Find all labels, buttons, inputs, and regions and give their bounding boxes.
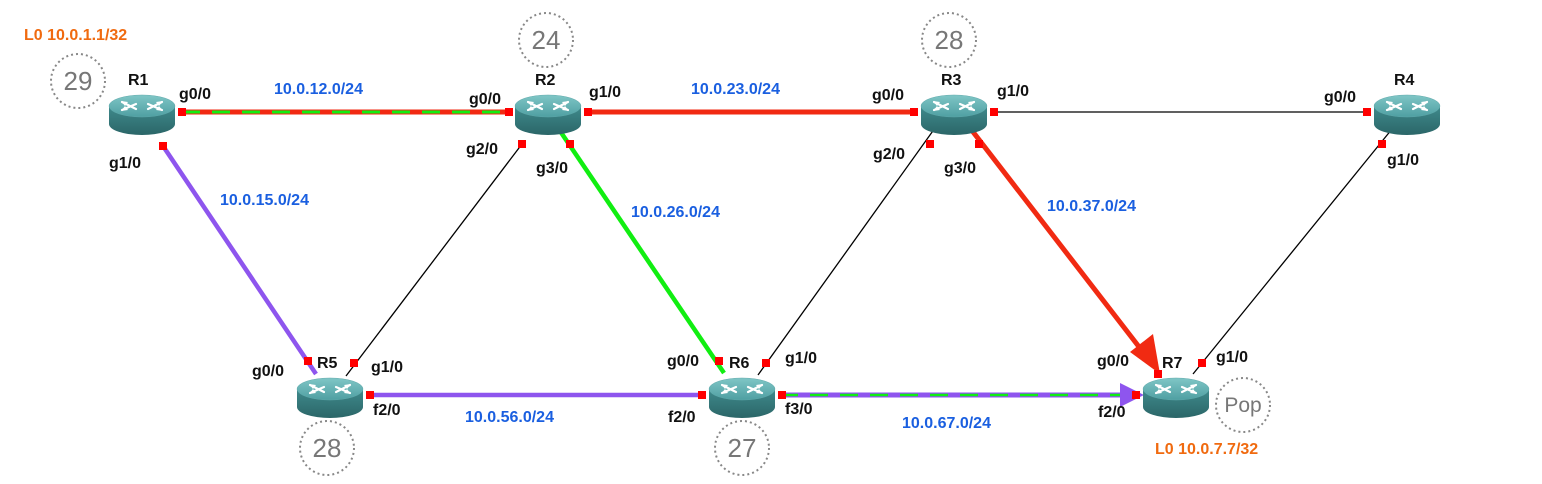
router-label-circle-r5 bbox=[299, 420, 355, 476]
iface-r1-g00: g0/0 bbox=[179, 86, 211, 103]
port-r2-g20[interactable] bbox=[518, 140, 526, 148]
link-r2-r5[interactable] bbox=[345, 143, 523, 377]
router-name-r7: R7 bbox=[1162, 355, 1183, 372]
router-name-r4: R4 bbox=[1394, 72, 1415, 89]
iface-r6-g00: g0/0 bbox=[667, 353, 699, 370]
router-label-r3: 28 bbox=[935, 25, 964, 55]
link-r4-r7[interactable] bbox=[1192, 128, 1393, 375]
port-r4-g00[interactable] bbox=[1363, 108, 1371, 116]
iface-r3-g00: g0/0 bbox=[872, 87, 904, 104]
iface-r1-g10: g1/0 bbox=[109, 155, 141, 172]
router-label-circle-r7 bbox=[1215, 377, 1271, 433]
subnet-r1-r5: 10.0.15.0/24 bbox=[220, 192, 309, 209]
iface-r6-f20: f2/0 bbox=[668, 409, 696, 426]
port-markers bbox=[159, 108, 1386, 399]
router-r5[interactable] bbox=[295, 376, 365, 420]
router-label-r5: 28 bbox=[313, 433, 342, 463]
iface-r7-f20: f2/0 bbox=[1098, 404, 1126, 421]
port-r6-f20[interactable] bbox=[698, 391, 706, 399]
iface-r2-g00: g0/0 bbox=[469, 91, 501, 108]
router-name-r6: R6 bbox=[729, 355, 750, 372]
router-r2[interactable] bbox=[513, 93, 583, 137]
port-r2-g30[interactable] bbox=[566, 140, 574, 148]
iface-r3-g10: g1/0 bbox=[997, 83, 1029, 100]
router-label-circle-r6 bbox=[714, 420, 770, 476]
port-r3-g10[interactable] bbox=[990, 108, 998, 116]
iface-r6-g10: g1/0 bbox=[785, 350, 817, 367]
port-r4-g10[interactable] bbox=[1378, 140, 1386, 148]
iface-r3-g20: g2/0 bbox=[873, 146, 905, 163]
link-r6-r7[interactable] bbox=[780, 383, 1144, 407]
iface-r5-g00: g0/0 bbox=[252, 363, 284, 380]
iface-r7-g00: g0/0 bbox=[1097, 353, 1129, 370]
router-r7[interactable] bbox=[1141, 376, 1211, 420]
port-r7-g10[interactable] bbox=[1198, 359, 1206, 367]
link-r3-r6[interactable] bbox=[757, 127, 936, 376]
iface-r4-g00: g0/0 bbox=[1324, 89, 1356, 106]
router-r1[interactable] bbox=[107, 93, 177, 137]
router-label-circle-r2 bbox=[518, 12, 574, 68]
link-r3-r7[interactable] bbox=[968, 126, 1160, 374]
subnet-r3-r7: 10.0.37.0/24 bbox=[1047, 198, 1136, 215]
router-name-r1: R1 bbox=[128, 72, 149, 89]
port-r5-g10[interactable] bbox=[350, 359, 358, 367]
router-label-r6: 27 bbox=[728, 433, 757, 463]
link-r2-r6[interactable] bbox=[556, 126, 726, 375]
router-name-r5: R5 bbox=[317, 355, 338, 372]
iface-r2-g30: g3/0 bbox=[536, 160, 568, 177]
router-label-r2: 24 bbox=[532, 25, 561, 55]
port-r5-g00[interactable] bbox=[304, 357, 312, 365]
port-r6-g10[interactable] bbox=[762, 359, 770, 367]
router-label-r7: Pop bbox=[1224, 394, 1261, 417]
router-r4[interactable] bbox=[1372, 93, 1442, 137]
port-r3-g30[interactable] bbox=[975, 140, 983, 148]
iface-r3-g30: g3/0 bbox=[944, 160, 976, 177]
iface-r5-g10: g1/0 bbox=[371, 359, 403, 376]
port-r2-g00[interactable] bbox=[505, 108, 513, 116]
port-r1-g00[interactable] bbox=[178, 108, 186, 116]
port-r2-g10[interactable] bbox=[584, 108, 592, 116]
iface-r6-f30: f3/0 bbox=[785, 401, 813, 418]
iface-r2-g10: g1/0 bbox=[589, 84, 621, 101]
router-r6[interactable] bbox=[707, 376, 777, 420]
router-r3[interactable] bbox=[919, 93, 989, 137]
subnet-r1-r2: 10.0.12.0/24 bbox=[274, 81, 363, 98]
subnet-r5-r6: 10.0.56.0/24 bbox=[465, 409, 554, 426]
links bbox=[161, 109, 1393, 407]
router-label-circle-r3 bbox=[921, 12, 977, 68]
port-r6-f30[interactable] bbox=[778, 391, 786, 399]
port-r5-f20[interactable] bbox=[366, 391, 374, 399]
router-name-r3: R3 bbox=[941, 72, 962, 89]
loopback-r1: L0 10.0.1.1/32 bbox=[24, 27, 127, 44]
port-r6-g00[interactable] bbox=[715, 357, 723, 365]
router-label-r1: 29 bbox=[64, 66, 93, 96]
subnet-r2-r6: 10.0.26.0/24 bbox=[631, 204, 720, 221]
router-name-r2: R2 bbox=[535, 72, 556, 89]
port-r3-g00[interactable] bbox=[910, 108, 918, 116]
iface-r4-g10: g1/0 bbox=[1387, 152, 1419, 169]
port-r1-g10[interactable] bbox=[159, 142, 167, 150]
port-r7-f20[interactable] bbox=[1132, 391, 1140, 399]
port-r3-g20[interactable] bbox=[926, 140, 934, 148]
router-label-circle-r1 bbox=[50, 53, 106, 109]
link-r1-r5[interactable] bbox=[161, 144, 318, 376]
subnet-r6-r7: 10.0.67.0/24 bbox=[902, 415, 991, 432]
subnet-r2-r3: 10.0.23.0/24 bbox=[691, 81, 780, 98]
iface-r7-g10: g1/0 bbox=[1216, 349, 1248, 366]
iface-r2-g20: g2/0 bbox=[466, 141, 498, 158]
loopback-r7: L0 10.0.7.7/32 bbox=[1155, 441, 1258, 458]
port-r7-g00[interactable] bbox=[1154, 370, 1162, 378]
iface-r5-f20: f2/0 bbox=[373, 402, 401, 419]
